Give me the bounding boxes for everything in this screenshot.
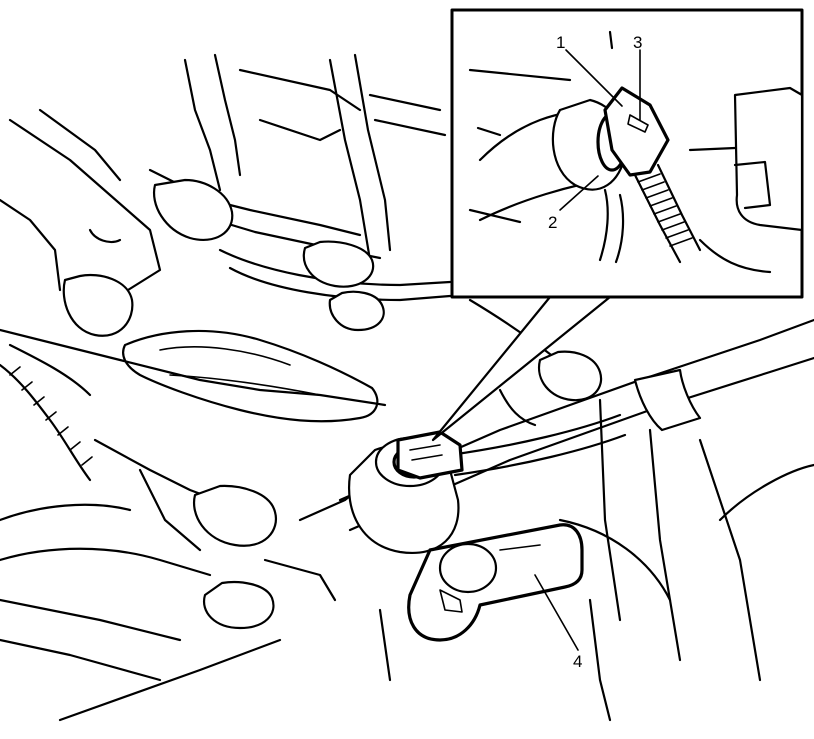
leader-2 — [559, 175, 599, 211]
sensor-connector — [396, 430, 464, 480]
inset-connector — [603, 86, 670, 177]
background-linework — [0, 53, 814, 722]
callout-1: 1 — [556, 33, 565, 52]
removed-sensor-part — [407, 523, 584, 642]
callout-4: 4 — [573, 652, 582, 671]
detail-inset — [431, 8, 804, 442]
leader-1 — [565, 49, 623, 107]
callout-3: 3 — [633, 33, 642, 52]
crankshaft-position-sensor — [348, 430, 464, 555]
leader-4 — [534, 574, 579, 651]
callout-2: 2 — [548, 213, 557, 232]
